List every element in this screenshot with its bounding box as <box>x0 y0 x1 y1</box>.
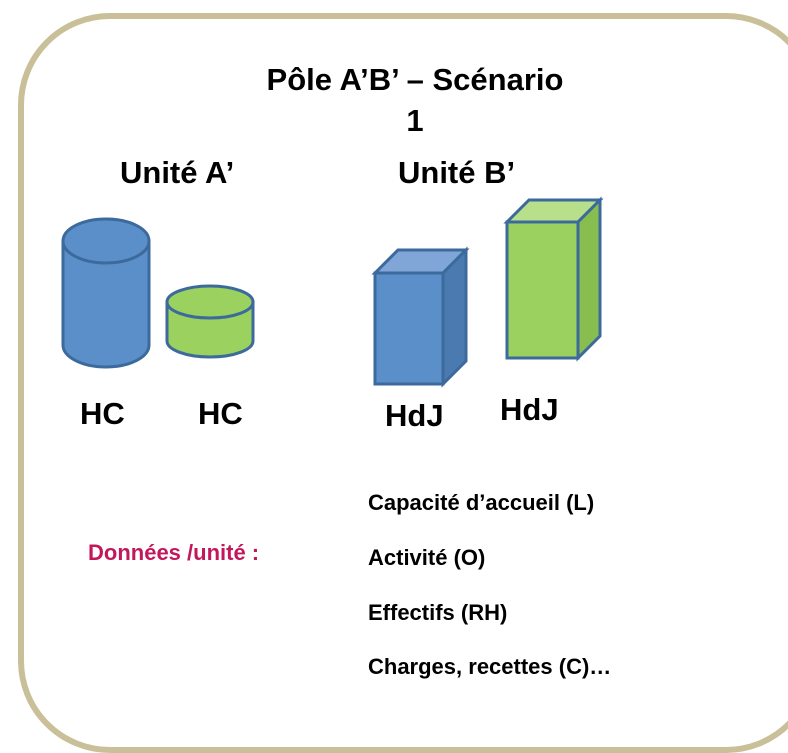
unit-b-label: Unité B’ <box>398 155 516 190</box>
shapes-layer <box>61 196 604 388</box>
shape-label-hdj: HdJ <box>385 398 444 433</box>
data-item: Effectifs (RH) <box>368 600 508 625</box>
diagram-title: Pôle A’B’ – Scénario <box>266 62 564 97</box>
hc-green-cylinder <box>165 284 255 359</box>
shape-label-hc: HC <box>80 396 125 431</box>
data-item: Charges, recettes (C)… <box>368 654 612 679</box>
hdj-blue-box <box>371 246 470 388</box>
data-item: Activité (O) <box>368 545 486 570</box>
unit-a-label: Unité A’ <box>120 155 235 190</box>
diagram-title-line2: 1 <box>406 103 424 138</box>
data-per-unit-label: Données /unité : <box>88 540 260 565</box>
hdj-green-box <box>503 196 604 362</box>
data-item: Capacité d’accueil (L) <box>368 490 595 515</box>
shape-label-hdj: HdJ <box>500 392 559 427</box>
shape-label-hc: HC <box>198 396 243 431</box>
hc-blue-cylinder <box>61 217 151 369</box>
